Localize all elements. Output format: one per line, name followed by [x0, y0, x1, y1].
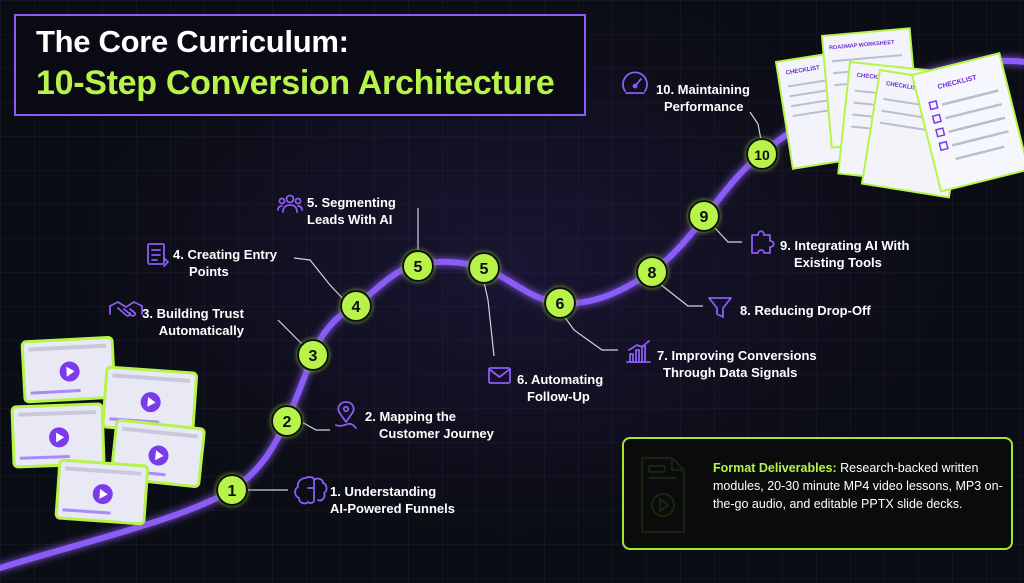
step-7-subtitle: Through Data Signals — [663, 365, 798, 380]
node-circle — [402, 250, 434, 282]
step-9-subtitle: Existing Tools — [794, 255, 882, 270]
handshake-icon — [109, 301, 143, 317]
step-nodes — [216, 138, 778, 506]
node-number: 5 — [480, 261, 489, 278]
node-circle — [468, 252, 500, 284]
step-10-title: 10. Maintaining — [656, 82, 750, 97]
step-1-subtitle: AI-Powered Funnels — [330, 501, 455, 516]
title-line-1: The Core Curriculum: — [36, 24, 349, 59]
node-circle — [340, 290, 372, 322]
node-circle — [636, 256, 668, 288]
map-pin-route-icon — [335, 401, 357, 429]
step-7-title: 7. Improving Conversions — [657, 348, 817, 363]
svg-text:CHECKLIST: CHECKLIST — [785, 65, 820, 76]
svg-text:CHECKLIST: CHECKLIST — [885, 81, 920, 92]
brain-icon — [294, 476, 328, 505]
node-number: 5 — [414, 259, 423, 276]
step-node-numbers: 1 2 3 4 5 5 6 8 9 10 — [228, 147, 770, 500]
node-number: 1 — [228, 483, 237, 500]
step-6-subtitle: Follow-Up — [527, 389, 590, 404]
video-card — [20, 335, 117, 404]
format-body: Research-backed written modules, 20-30 m… — [713, 461, 1003, 511]
video-cards — [10, 335, 206, 526]
step-1-title: 1. Understanding — [330, 484, 437, 499]
node-circle — [746, 138, 778, 170]
title-panel — [14, 14, 586, 116]
node-circle — [216, 474, 248, 506]
node-number: 8 — [648, 265, 657, 282]
node-circle — [544, 287, 576, 319]
video-card — [10, 402, 106, 469]
video-card — [54, 458, 150, 526]
users-group-icon — [277, 194, 303, 213]
node-number: 4 — [352, 299, 361, 316]
node-number: 9 — [700, 209, 709, 226]
gauge-icon — [622, 71, 648, 94]
format-heading: Format Deliverables: — [713, 461, 837, 475]
funnel-icon — [708, 297, 732, 318]
node-circle — [688, 200, 720, 232]
node-number: 10 — [754, 147, 770, 163]
node-circle — [297, 339, 329, 371]
step-8-label: 8. Reducing Drop-Off — [740, 302, 871, 319]
node-circle — [271, 405, 303, 437]
video-card — [101, 365, 199, 435]
format-deliverables-text: Format Deliverables: Research-backed wri… — [713, 459, 1005, 513]
step-9-title: 9. Integrating AI With — [780, 238, 910, 253]
svg-text:ROADMAP WORKSHEET: ROADMAP WORKSHEET — [829, 40, 896, 52]
bar-chart-icon — [626, 340, 651, 363]
format-deliverables-panel — [622, 437, 1013, 550]
form-list-icon — [147, 243, 169, 267]
step-4-subtitle: Points — [189, 264, 229, 279]
node-number: 6 — [556, 296, 565, 313]
step-2-title: 2. Mapping the — [365, 409, 456, 424]
step-5-title: 5. Segmenting — [307, 195, 396, 210]
step-4-title: 4. Creating Entry — [173, 247, 278, 262]
envelope-icon — [488, 367, 511, 384]
step-6-title: 6. Automating — [517, 372, 604, 387]
svg-text:CHECKLIST: CHECKLIST — [856, 73, 891, 83]
connector-lines — [245, 111, 763, 491]
node-number: 2 — [283, 414, 292, 431]
step-5-subtitle: Leads With AI — [307, 212, 393, 227]
title-line-2: 10-Step Conversion Architecture — [36, 64, 555, 102]
checklist-docs: CHECKLIST ROADMAP WORKSHEET CHECKLIST CH… — [774, 27, 1024, 199]
step-8-title: 8. Reducing Drop-Off — [740, 303, 871, 318]
step-3-subtitle: Automatically — [158, 323, 244, 338]
node-number: 3 — [309, 348, 318, 365]
checklist-doc: CHECKLIST — [910, 52, 1024, 193]
step-2-subtitle: Customer Journey — [379, 426, 494, 441]
puzzle-icon — [751, 230, 775, 254]
step-10-subtitle: Performance — [664, 99, 744, 114]
step-3-title: 3. Building Trust — [142, 306, 244, 321]
